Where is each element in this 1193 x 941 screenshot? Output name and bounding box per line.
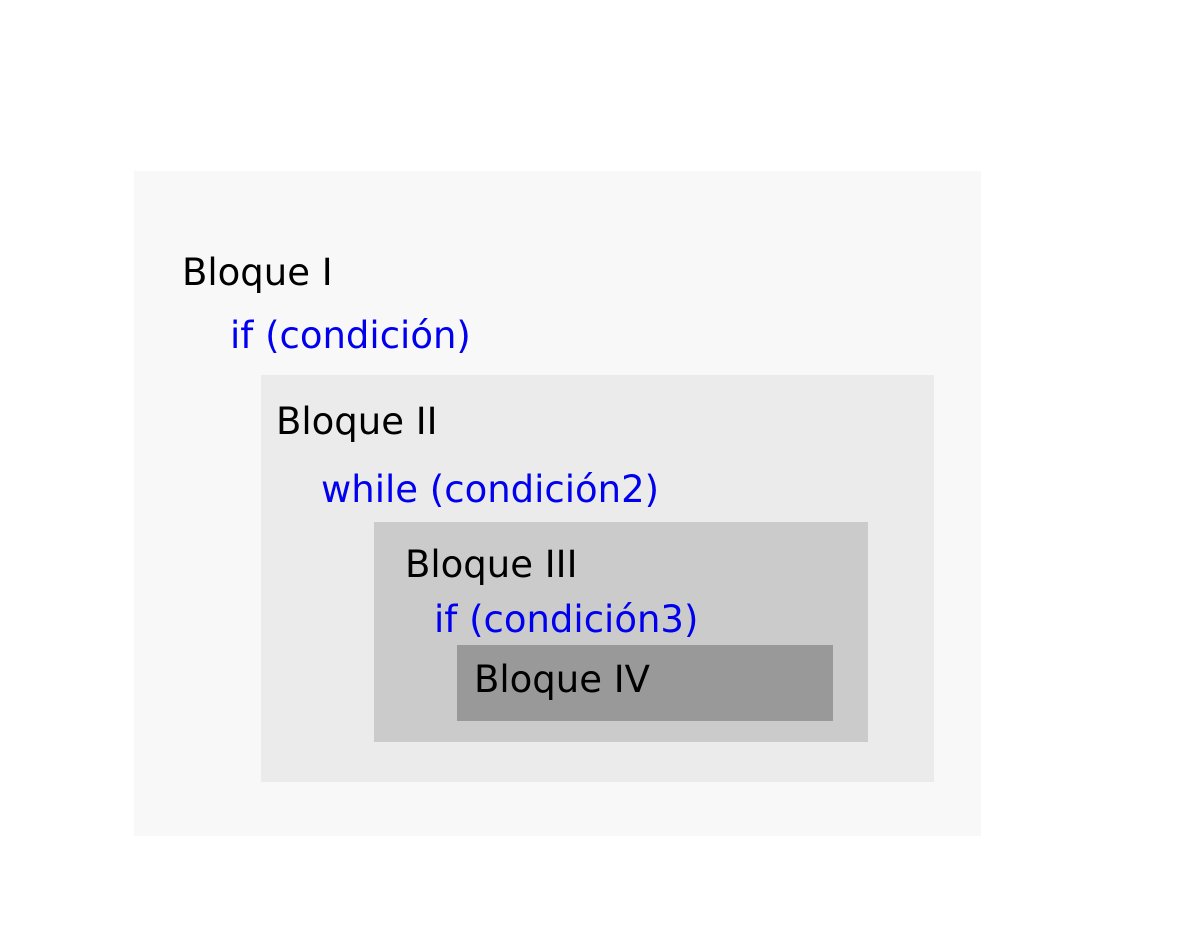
block-4-container bbox=[457, 645, 833, 721]
block-1-condition: if (condición) bbox=[230, 314, 471, 357]
block-4-label: Bloque IV bbox=[474, 658, 650, 701]
block-3-condition: if (condición3) bbox=[434, 598, 699, 641]
block-3-label: Bloque III bbox=[405, 543, 578, 586]
block-2-condition: while (condición2) bbox=[321, 468, 660, 511]
block-1-label: Bloque I bbox=[182, 251, 333, 294]
block-2-label: Bloque II bbox=[276, 400, 438, 443]
